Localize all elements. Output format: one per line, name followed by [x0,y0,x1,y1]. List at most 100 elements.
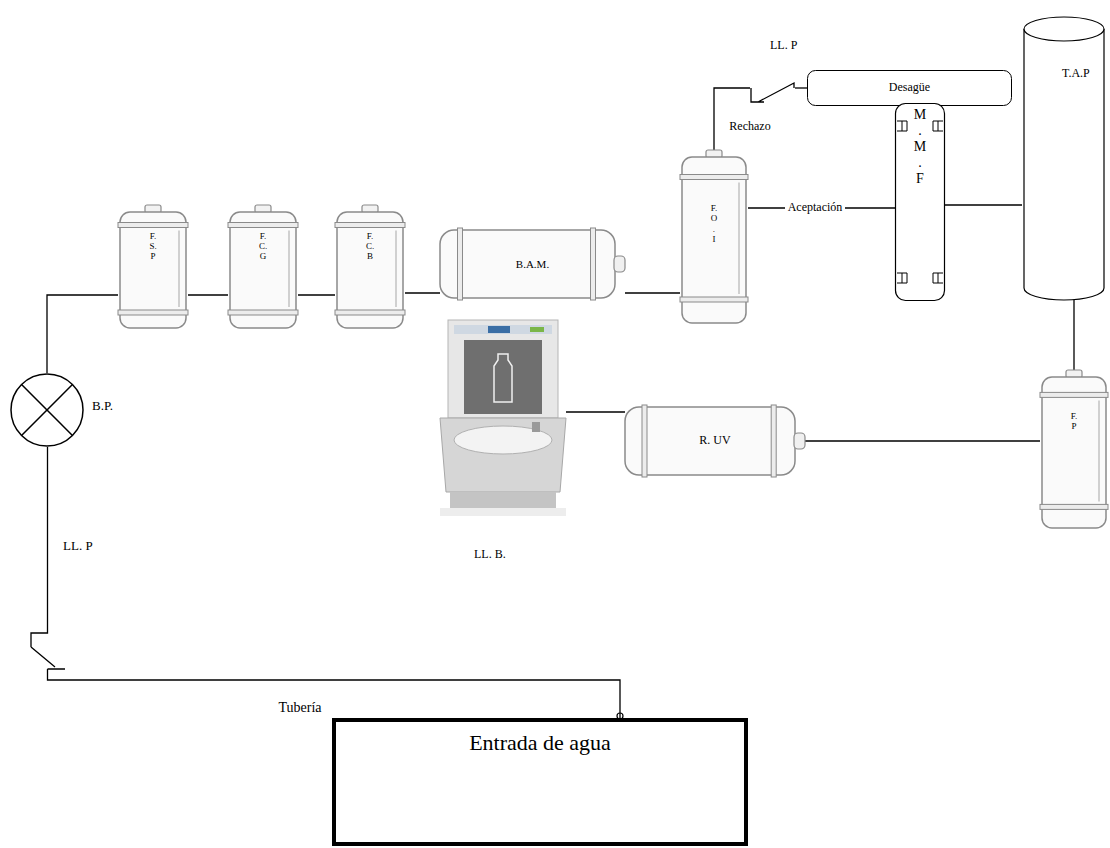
valve-lines [31,625,65,677]
filter-canister: F. C. B [335,205,405,330]
canister-band [118,223,188,228]
membrane-filter: M . M . F [895,103,945,301]
edge-label: Aceptación [785,201,846,215]
filter-canister-shape [228,205,298,330]
storage-tank: T.A.P [1022,15,1106,300]
filter-canister-shape [118,205,188,330]
canister-shade [1098,400,1100,501]
node-label: B.A.M. [516,258,549,271]
pipe-connector [566,411,625,412]
pipe-connector [714,88,750,150]
canister-band [680,297,748,302]
tank-band [642,405,647,477]
canister-band [1040,504,1108,509]
node-label: F. P [1071,411,1078,432]
canister-band [228,223,298,228]
pipe-connector [48,677,621,718]
fountain-recess [464,340,542,414]
node-label: F. C. B [366,231,374,262]
pump-symbol: B.P. [10,373,84,447]
drinking-fountain-shape [440,320,566,542]
pipe-connector [625,292,680,293]
fountain-display [454,325,552,334]
node-label: Entrada de agua [469,730,611,755]
pipe-connector [47,447,48,625]
fountain-screen [488,326,510,333]
valve-symbol: LL. P [25,625,70,677]
tank-body [625,407,795,475]
canister-shade [395,231,397,308]
edge-label: Tubería [275,700,324,716]
inlet-outline [334,720,746,844]
canister-band [335,310,405,315]
filter-canister: F. C. G [228,205,298,330]
node-label: R. UV [699,434,730,448]
edge-label: Rechazo [726,120,773,134]
valve-lines [751,83,794,102]
filter-canister-shape [1040,370,1108,530]
fountain-shadow [440,508,566,516]
valve-symbol: LL. P [750,72,795,104]
tank-body [440,230,615,298]
tank-nozzle [614,256,625,272]
filter-canister-shape [335,205,405,330]
node-label: F. C. G [259,231,267,262]
filter-canister: F. S. P [118,205,188,330]
node-label: LL. P [770,39,797,53]
valve-symbol-shape [25,625,70,677]
pipe-connector [805,440,1040,441]
pipe-connector [298,294,335,295]
canister-band [228,310,298,315]
drain-outline [808,71,1012,106]
canister-shade [738,183,740,295]
node-label: LL. B. [474,548,506,562]
canister-band [335,223,405,228]
pipe-connector [1073,300,1074,370]
canister-band [680,175,748,180]
canister-band [1040,392,1108,397]
valve-symbol-shape [750,72,795,104]
canister-shade [178,231,180,308]
drain-box: Desagüe [807,70,1012,106]
membrane-fitting [897,273,943,283]
pump-symbol-shape [10,373,84,447]
inlet-box: Entrada de agua [332,718,748,846]
pipe-connector [795,87,807,88]
node-label: F. O . I [711,203,718,244]
tank-sides [1024,29,1104,300]
bottle-icon [494,354,512,402]
node-label: T.A.P [1062,67,1090,81]
node-label: LL. P [63,539,93,554]
tank-top [1024,17,1104,41]
pipe-connector [188,294,228,295]
pipe-connector [47,295,118,373]
tank-band [458,228,463,300]
storage-tank-shape [1022,15,1106,300]
fountain-base [450,492,556,508]
fountain-spout [532,422,540,432]
pump-cross [22,385,73,436]
pump-circle [11,374,83,446]
fountain-led [530,327,544,332]
node-label: Desagüe [889,81,930,95]
uv-reactor: R. UV [625,405,805,477]
membrane-outline [896,104,945,301]
node-label: M . M . F [914,107,926,187]
filter-canister: F. P [1040,370,1108,530]
pipe-connector [405,292,440,293]
filter-canister: F. O . I [680,150,748,325]
node-label: B.P. [92,399,113,414]
fountain-panel [448,320,558,418]
tank-band [591,228,596,300]
canister-band [118,310,188,315]
tank-band [771,405,776,477]
tank-nozzle [794,433,805,449]
canister-shade [288,231,290,308]
pressure-tank: B.A.M. [440,228,625,300]
node-label: F. S. P [149,231,156,262]
pipe-connector [945,204,1022,205]
fountain-basin [440,418,566,492]
drinking-fountain: LL. B. [440,320,566,542]
